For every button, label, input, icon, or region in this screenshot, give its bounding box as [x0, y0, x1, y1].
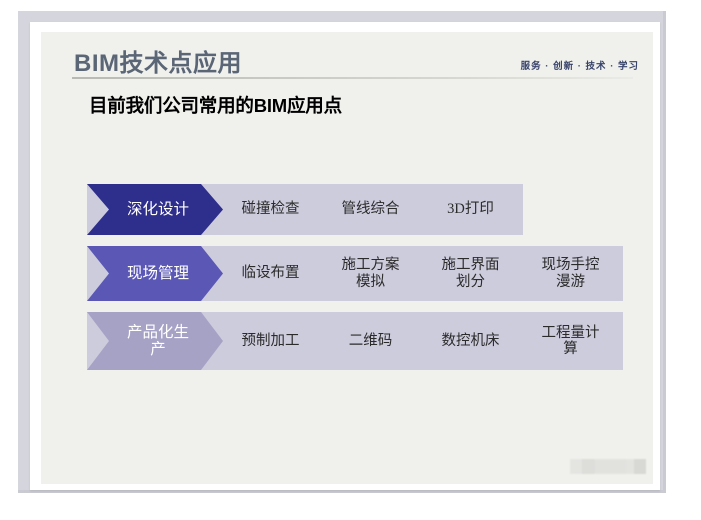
slide-tagline: 服务 · 创新 · 技术 · 学习: [520, 61, 639, 72]
chevron-label: 施工方案 模拟: [341, 257, 400, 290]
chevron-lead-2[interactable]: 现场管理: [87, 246, 223, 301]
chevron-step-3-2[interactable]: 二维码: [310, 312, 423, 370]
redacted-watermark: [570, 459, 646, 474]
chevron-label: 临设布置: [241, 265, 300, 282]
slide-subtitle: 目前我们公司常用的BIM应用点: [89, 95, 342, 116]
chevron-label: 产品化生 产: [126, 323, 189, 358]
chevron-lead-3[interactable]: 产品化生 产: [87, 312, 223, 370]
chevron-label: 工程量计 算: [541, 324, 600, 357]
chevron-label: 施工界面 划分: [441, 257, 500, 290]
chevron-label: 现场管理: [126, 264, 189, 282]
presentation-slide: BIM技术点应用 服务 · 创新 · 技术 · 学习 目前我们公司常用的BIM应…: [41, 32, 653, 484]
chevron-row: 产品化生 产 预制加工 二维码 数控机床 工程量计 算: [41, 312, 653, 370]
chevron-label: 二维码: [348, 332, 393, 349]
page-title: BIM技术点应用: [74, 50, 242, 77]
chevron-label: 数控机床: [441, 332, 500, 349]
chevron-label: 现场手控 漫游: [541, 257, 600, 290]
chevron-label: 3D打印: [447, 201, 494, 218]
chevron-label: 预制加工: [241, 332, 300, 349]
chevron-row: 现场管理 临设布置 施工方案 模拟 施工界面 划分 现场手控 漫游: [41, 246, 653, 301]
chevron-label: 深化设计: [126, 200, 189, 218]
header-divider: [72, 77, 633, 79]
chevron-lead-1[interactable]: 深化设计: [87, 184, 223, 235]
chevron-label: 管线综合: [341, 201, 400, 218]
chevron-label: 碰撞检查: [241, 201, 300, 218]
chevron-row: 深化设计 碰撞检查 管线综合 3D打印: [41, 184, 653, 235]
